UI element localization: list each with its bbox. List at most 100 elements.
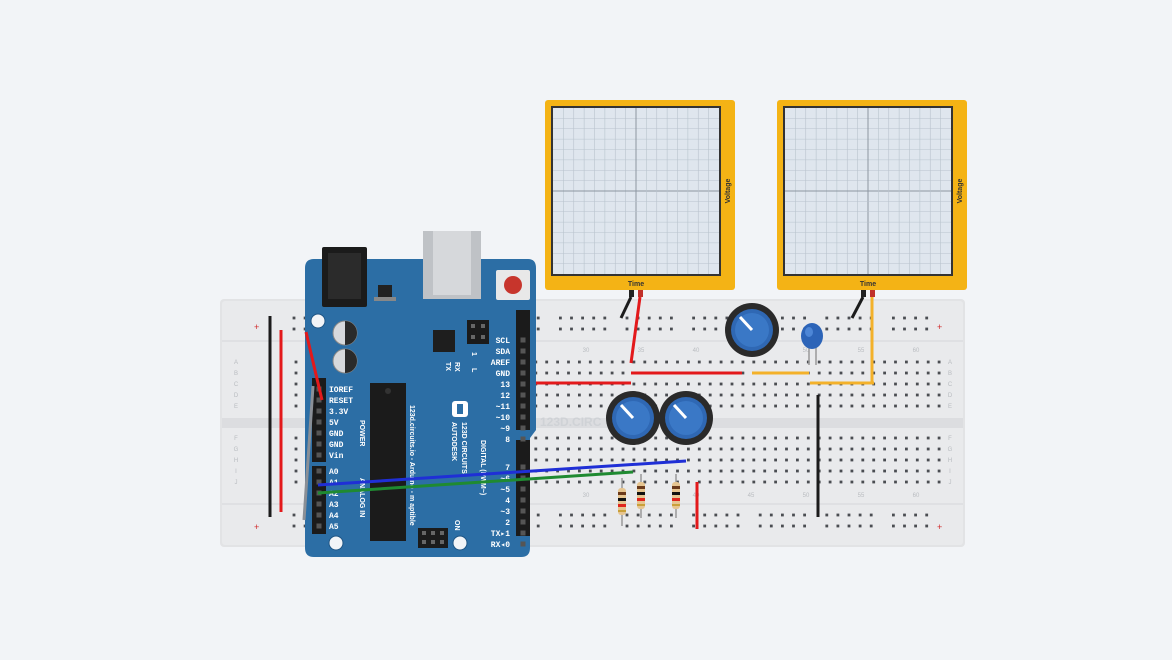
breadboard-hole[interactable] (839, 404, 843, 408)
rail-hole[interactable] (858, 316, 862, 320)
rail-hole[interactable] (825, 327, 829, 331)
breadboard-hole[interactable] (905, 436, 908, 440)
oscilloscope-probe-negative[interactable] (629, 290, 634, 297)
breadboard-hole[interactable] (926, 469, 930, 473)
oscilloscope-probe-positive[interactable] (638, 290, 643, 297)
rail-hole[interactable] (581, 327, 584, 331)
breadboard-hole[interactable] (643, 382, 647, 386)
breadboard-hole[interactable] (763, 480, 767, 484)
breadboard-hole[interactable] (806, 458, 810, 462)
header-pin[interactable] (520, 486, 526, 492)
rail-hole[interactable] (625, 524, 629, 528)
breadboard-hole[interactable] (654, 436, 658, 440)
header-pin[interactable] (316, 419, 322, 425)
rail-hole[interactable] (825, 513, 829, 517)
breadboard-hole[interactable] (850, 447, 854, 451)
breadboard-hole[interactable] (937, 404, 941, 408)
breadboard-hole[interactable] (654, 393, 658, 397)
breadboard-hole[interactable] (708, 436, 712, 440)
breadboard-hole[interactable] (752, 458, 756, 462)
rail-hole[interactable] (803, 316, 806, 320)
breadboard-hole[interactable] (883, 382, 886, 386)
breadboard-hole[interactable] (872, 360, 876, 364)
rail-hole[interactable] (792, 513, 795, 517)
rail-hole[interactable] (847, 316, 851, 320)
breadboard-hole[interactable] (588, 436, 592, 440)
breadboard-hole[interactable] (578, 393, 581, 397)
breadboard-hole[interactable] (654, 458, 658, 462)
breadboard-hole[interactable] (861, 360, 865, 364)
breadboard-hole[interactable] (937, 360, 941, 364)
breadboard-hole[interactable] (654, 480, 658, 484)
breadboard-hole[interactable] (796, 447, 799, 451)
breadboard-hole[interactable] (752, 447, 756, 451)
breadboard-hole[interactable] (665, 360, 668, 364)
rail-hole[interactable] (603, 524, 607, 528)
rail-hole[interactable] (758, 513, 762, 517)
breadboard-hole[interactable] (752, 393, 756, 397)
rail-hole[interactable] (292, 327, 296, 331)
rail-hole[interactable] (703, 513, 707, 517)
rail-hole[interactable] (803, 524, 806, 528)
breadboard-hole[interactable] (839, 393, 843, 397)
breadboard-hole[interactable] (861, 371, 865, 375)
rail-hole[interactable] (703, 316, 707, 320)
rail-hole[interactable] (559, 524, 562, 528)
rail-hole[interactable] (559, 513, 562, 517)
rail-hole[interactable] (636, 513, 640, 517)
breadboard-hole[interactable] (708, 404, 712, 408)
breadboard-hole[interactable] (708, 382, 712, 386)
breadboard-hole[interactable] (883, 458, 886, 462)
rail-hole[interactable] (892, 327, 895, 331)
oscilloscope-2[interactable]: Time Voltage (777, 100, 967, 297)
rail-hole[interactable] (670, 524, 673, 528)
breadboard-hole[interactable] (926, 458, 930, 462)
breadboard-hole[interactable] (894, 480, 897, 484)
rail-hole[interactable] (769, 524, 773, 528)
rail-hole[interactable] (647, 513, 651, 517)
breadboard-hole[interactable] (632, 480, 636, 484)
breadboard-hole[interactable] (708, 469, 712, 473)
breadboard-hole[interactable] (806, 393, 810, 397)
breadboard-hole[interactable] (915, 469, 919, 473)
breadboard-hole[interactable] (937, 469, 941, 473)
breadboard-hole[interactable] (926, 404, 930, 408)
breadboard-hole[interactable] (741, 371, 745, 375)
breadboard-hole[interactable] (905, 458, 908, 462)
header-pin[interactable] (520, 508, 526, 514)
breadboard-hole[interactable] (556, 469, 559, 473)
rail-hole[interactable] (714, 316, 718, 320)
breadboard-hole[interactable] (621, 371, 625, 375)
breadboard-hole[interactable] (915, 404, 919, 408)
breadboard-hole[interactable] (621, 480, 625, 484)
breadboard-hole[interactable] (774, 393, 777, 397)
breadboard-hole[interactable] (578, 480, 581, 484)
breadboard-hole[interactable] (567, 360, 570, 364)
breadboard-hole[interactable] (632, 458, 636, 462)
rail-hole[interactable] (658, 513, 662, 517)
header-pin[interactable] (520, 337, 526, 343)
rail-hole[interactable] (903, 327, 906, 331)
header-pin[interactable] (316, 501, 322, 507)
breadboard-hole[interactable] (894, 360, 897, 364)
breadboard-hole[interactable] (883, 371, 886, 375)
rail-hole[interactable] (892, 513, 895, 517)
rail-hole[interactable] (714, 524, 718, 528)
breadboard-hole[interactable] (730, 469, 734, 473)
breadboard-hole[interactable] (752, 480, 756, 484)
breadboard-hole[interactable] (806, 469, 810, 473)
breadboard-hole[interactable] (654, 469, 658, 473)
rail-hole[interactable] (758, 524, 762, 528)
breadboard-hole[interactable] (610, 480, 614, 484)
breadboard-hole[interactable] (828, 393, 832, 397)
breadboard-hole[interactable] (578, 469, 581, 473)
header-pin[interactable] (520, 381, 526, 387)
rail-hole[interactable] (847, 524, 851, 528)
header-pin[interactable] (316, 397, 322, 403)
breadboard-hole[interactable] (785, 480, 788, 484)
breadboard-hole[interactable] (774, 447, 777, 451)
breadboard-hole[interactable] (894, 458, 897, 462)
rail-hole[interactable] (603, 327, 607, 331)
